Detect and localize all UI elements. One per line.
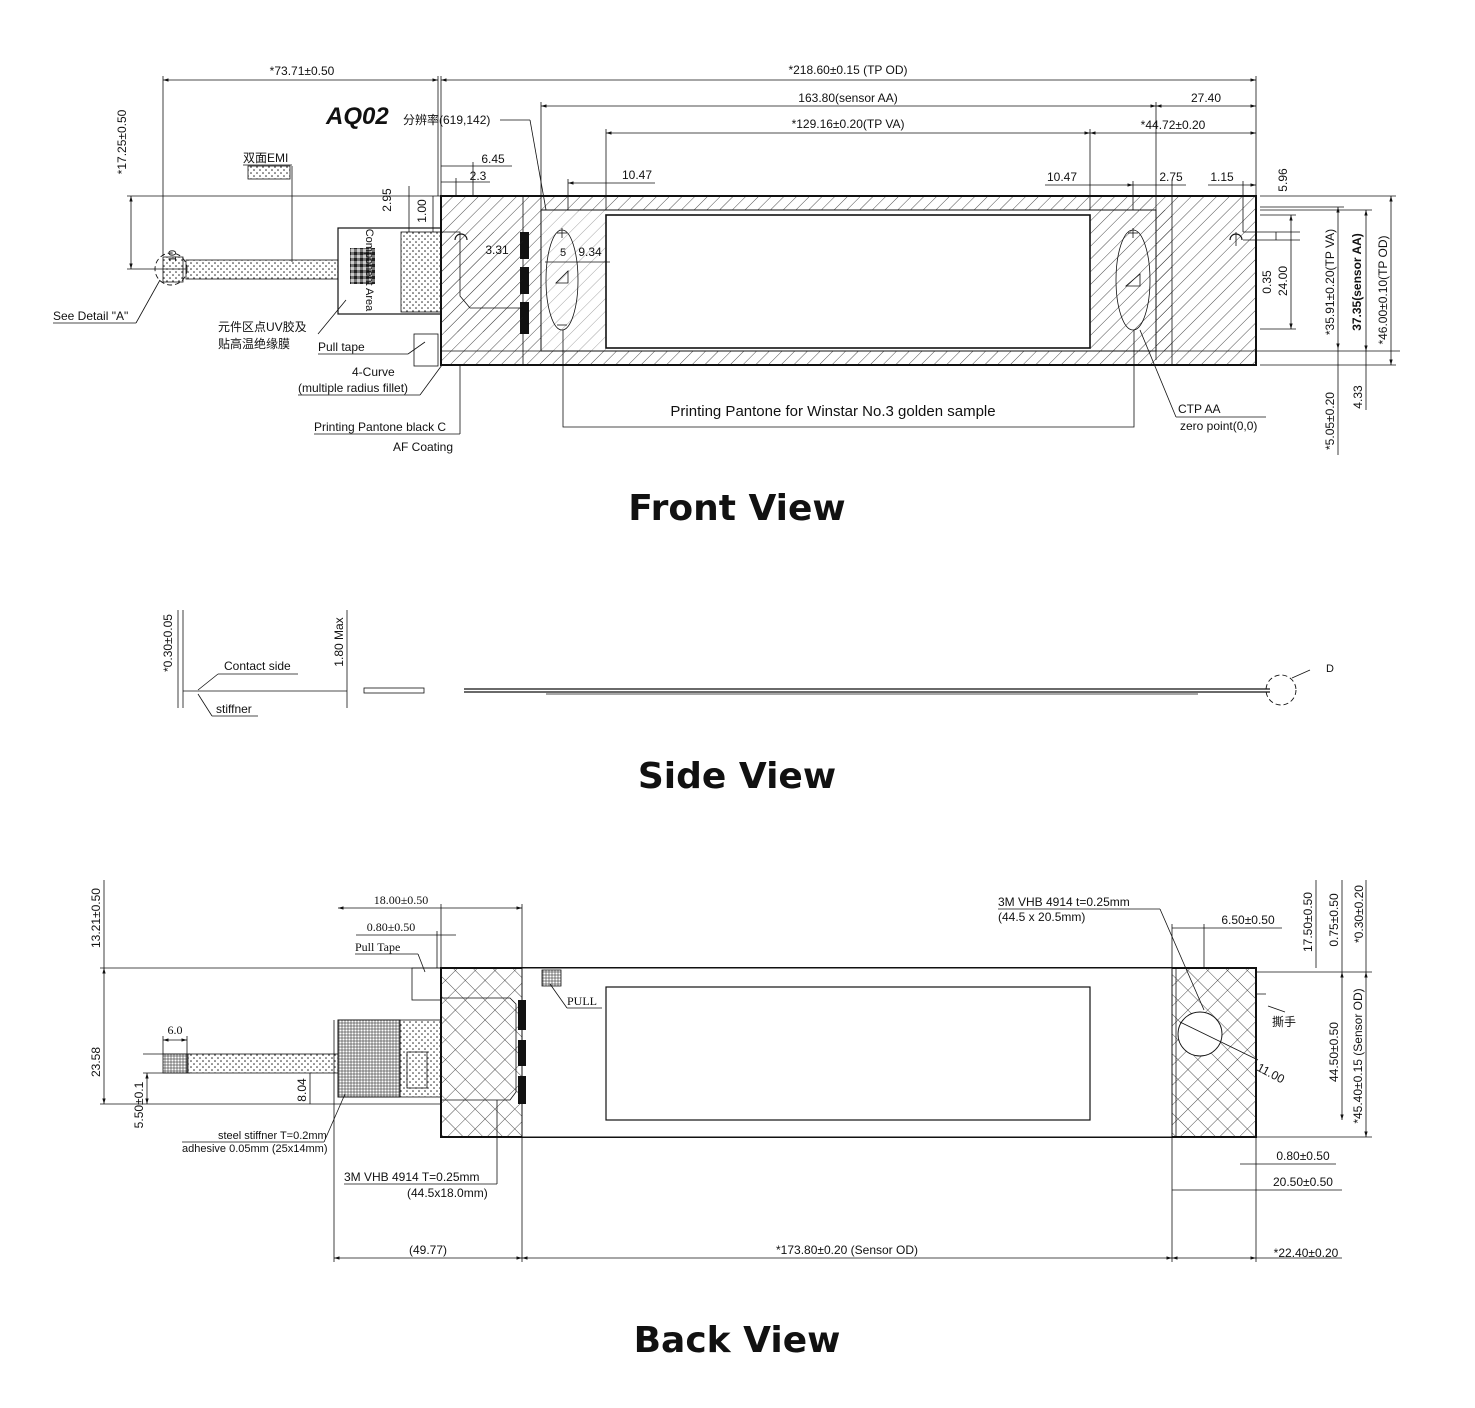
curve-label-2: (multiple radius fillet)	[298, 381, 408, 395]
back-dim-11-00: 11.00	[1255, 1060, 1288, 1086]
dim-5-96: 5.96	[1276, 168, 1290, 192]
fpc-tail	[185, 259, 339, 280]
dim-10: 10	[167, 250, 179, 262]
back-dim-5-50: 5.50±0.1	[132, 1081, 146, 1128]
dim-sensor-aa-v: 37.35(sensor AA)	[1350, 233, 1364, 331]
model-label: AQ02	[325, 103, 389, 130]
tp-va-window	[605, 214, 1091, 349]
back-dim-20-50: 20.50±0.50	[1273, 1175, 1333, 1189]
front-callouts: See Detail "A" 元件区点UV胶及 贴高温绝缘膜 Pull tape…	[53, 279, 1266, 454]
front-right-dimensions: 0.35 24.00 *35.91±0.20(TP VA) 37.35(sens…	[1260, 195, 1396, 455]
vhb-right-label-1: 3M VHB 4914 t=0.25mm	[998, 895, 1130, 909]
side-dim-1-80: 1.80 Max	[332, 617, 346, 666]
component-area-label: Component Area	[363, 229, 375, 312]
dim-sensor-aa: 163.80(sensor AA)	[798, 91, 897, 105]
dim-overall-left: *73.71±0.50	[270, 64, 335, 78]
back-dim-0-80-top: 0.80±0.50	[367, 920, 416, 934]
resolution-label: 分辨率(619,142)	[403, 112, 490, 127]
side-dim-0-30: *0.30±0.05	[161, 614, 175, 672]
dim-6-45: 6.45	[481, 152, 505, 166]
dim-10-47-left: 10.47	[622, 168, 652, 182]
back-dim-17-50: 17.50±0.50	[1301, 892, 1315, 952]
front-top-dimensions: *73.71±0.50 *218.60±0.15 (TP OD) 163.80(…	[162, 63, 1296, 360]
back-dim-173-80: *173.80±0.20 (Sensor OD)	[776, 1243, 918, 1257]
back-dim-49-77: (49.77)	[409, 1243, 447, 1257]
vhb-left-label-2: (44.5x18.0mm)	[407, 1186, 488, 1200]
uv-glue-label-2: 贴高温绝缘膜	[218, 336, 290, 351]
side-stiffener	[363, 687, 425, 694]
back-view-title: Back View	[634, 1320, 841, 1361]
side-view-title: Side View	[638, 756, 836, 797]
af-coating-label: AF Coating	[393, 440, 453, 454]
back-dim-0-80-right: 0.80±0.50	[1276, 1149, 1330, 1163]
dim-1-00: 1.00	[415, 199, 429, 223]
uv-glue-label-1: 元件区点UV胶及	[218, 319, 307, 334]
stiffner-label-1: steel stiffner T=0.2mm	[218, 1130, 327, 1142]
back-window	[605, 986, 1091, 1121]
back-dim-8-04: 8.04	[295, 1078, 309, 1102]
dim-5-05: *5.05±0.20	[1323, 392, 1337, 450]
dim-9-34: 9.34	[578, 245, 602, 259]
dim-27-40: 27.40	[1191, 91, 1221, 105]
component-qr-icon	[350, 248, 375, 284]
dim-tp-va-v: *35.91±0.20(TP VA)	[1323, 229, 1337, 335]
contact-side-label: Contact side	[224, 659, 291, 673]
back-dim-18-00: 18.00±0.50	[374, 893, 429, 907]
dim-24-00: 24.00	[1276, 266, 1290, 296]
zero-point-label: zero point(0,0)	[1180, 419, 1257, 433]
back-dim-44-50: 44.50±0.50	[1327, 1022, 1341, 1082]
dim-2-95: 2.95	[380, 188, 394, 212]
side-detail-circle	[1265, 674, 1297, 706]
back-pull-tape-label: Pull Tape	[355, 940, 400, 954]
front-view-title: Front View	[628, 488, 845, 529]
pull-label: PULL	[567, 994, 597, 1008]
vhb-right-label-2: (44.5 x 20.5mm)	[998, 910, 1085, 924]
back-dim-0-30: *0.30±0.20	[1352, 885, 1366, 943]
dim-0-35: 0.35	[1260, 270, 1274, 294]
dim-10-47-right: 10.47	[1047, 170, 1077, 184]
vhb-left-label-1: 3M VHB 4914 T=0.25mm	[344, 1170, 480, 1184]
back-view: PULL 撕手 13.21±0.50 23.58 5.50±0.1 6.0	[89, 880, 1372, 1361]
side-detail-d: D	[1326, 663, 1334, 675]
back-dim-22-40: *22.40±0.20	[1274, 1246, 1339, 1260]
back-dim-6-50: 6.50±0.50	[1221, 913, 1275, 927]
dim-5: 5	[560, 247, 566, 259]
printing-golden-label: Printing Pantone for Winstar No.3 golden…	[670, 403, 995, 420]
emi-swatch	[247, 165, 291, 180]
back-dim-45-40: *45.40±0.15 (Sensor OD)	[1351, 988, 1365, 1123]
back-dim-13-21: 13.21±0.50	[89, 888, 103, 948]
stiffner-label: stiffner	[216, 702, 252, 716]
curve-label-1: 4-Curve	[352, 365, 395, 379]
dim-tp-od-v: *46.00±0.10(TP OD)	[1376, 235, 1390, 344]
side-view: *0.30±0.05 1.80 Max D Contact side stiff…	[161, 610, 1334, 797]
front-panel: 5 9.34	[440, 195, 1400, 366]
see-detail-label: See Detail "A"	[53, 309, 128, 323]
dim-3-31: 3.31	[485, 243, 509, 257]
dim-4-33: 4.33	[1351, 385, 1365, 409]
front-fpc: Component Area 10 双面EMI 2.95 1.00 3.31 *…	[115, 109, 523, 332]
back-dim-23-58: 23.58	[89, 1047, 103, 1077]
emi-label: 双面EMI	[243, 151, 288, 165]
pull-tape-label: Pull tape	[318, 340, 365, 354]
ctp-aa-label: CTP AA	[1178, 402, 1220, 416]
front-view: *73.71±0.50 *218.60±0.15 (TP OD) 163.80(…	[53, 63, 1400, 529]
dim-2-3: 2.3	[470, 169, 487, 183]
dim-44-72: *44.72±0.20	[1141, 118, 1206, 132]
dim-2-75: 2.75	[1159, 170, 1183, 184]
tear-label: 撕手	[1272, 1015, 1296, 1029]
dim-tp-va: *129.16±0.20(TP VA)	[792, 117, 905, 131]
dim-17-25: *17.25±0.50	[115, 109, 129, 174]
stiffner-label-2: adhesive 0.05mm (25x14mm)	[182, 1143, 328, 1155]
dim-1-15: 1.15	[1210, 170, 1234, 184]
back-dim-6-0: 6.0	[168, 1023, 183, 1037]
printing-black-label: Printing Pantone black C	[314, 420, 446, 434]
back-dim-0-75: 0.75±0.50	[1327, 893, 1341, 947]
dim-tp-od: *218.60±0.15 (TP OD)	[788, 63, 907, 77]
back-hole	[1177, 1011, 1223, 1057]
